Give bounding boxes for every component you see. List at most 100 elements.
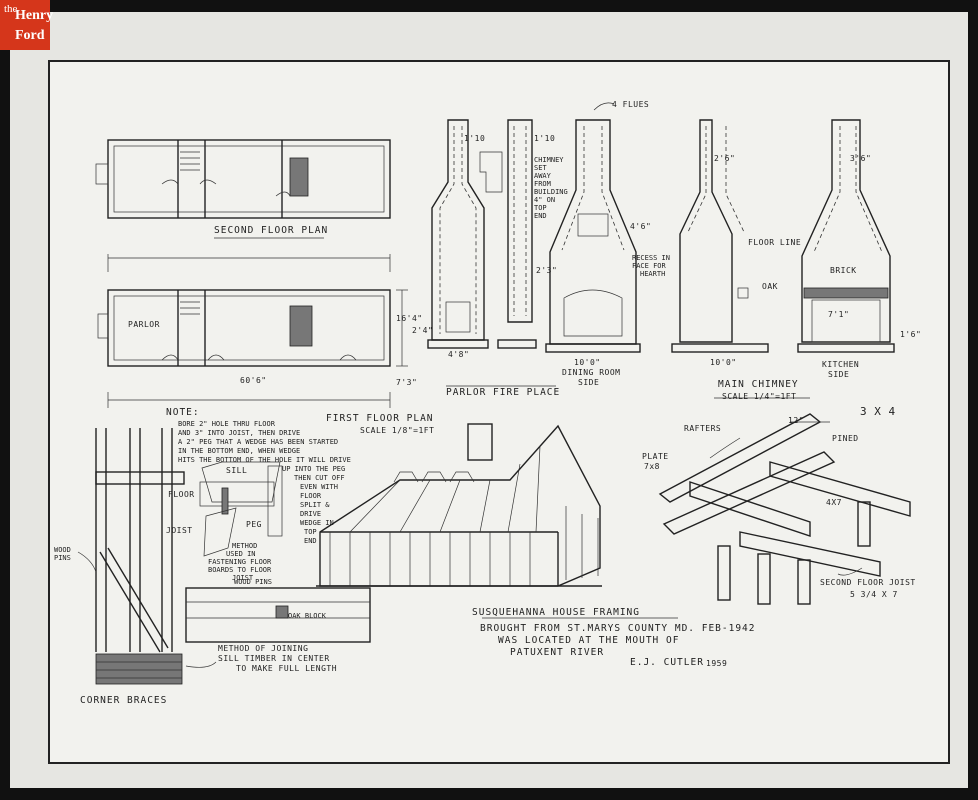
dim-4x7: 4X7: [826, 498, 842, 507]
dim-4-6: 4'6": [630, 222, 652, 231]
dining-room-side-line-1: SIDE: [578, 378, 600, 387]
oak-block-label: OAK BLOCK: [288, 612, 326, 620]
dim-2-4: 2'4": [412, 326, 434, 335]
peg-label: PEG: [246, 520, 262, 529]
note-line-6: THEN CUT OFF: [294, 474, 345, 482]
method-floor-line-4: JOIST: [232, 574, 254, 582]
author-label: E.J. CUTLER: [630, 657, 704, 668]
method-floor-line-1: USED IN: [226, 550, 256, 558]
chimney-note-line-0: CHIMNEY: [534, 156, 564, 164]
chimney-note-line-3: FROM: [534, 180, 551, 188]
plate-label: PLATE: [642, 452, 669, 461]
dim-2-6: 2'6": [714, 154, 736, 163]
pined-label: PINED: [832, 434, 859, 443]
dim-3-6: 3'6": [850, 154, 872, 163]
split-drive-line-1: DRIVE: [300, 510, 322, 518]
dining-room-chimney-drawing: [545, 119, 641, 353]
note-line-0: BORE 2" HOLE THRU FLOOR: [178, 420, 275, 428]
note-line-3: IN THE BOTTOM END, WHEN WEDGE: [178, 447, 301, 455]
dining-room-side-line-0: DINING ROOM: [562, 368, 621, 377]
subtitle-line-0: BROUGHT FROM ST.MARYS COUNTY MD. FEB-194…: [480, 623, 756, 634]
note-line-1: AND 3" INTO JOIST, THEN DRIVE: [178, 429, 301, 437]
note-line-7: EVEN WITH: [300, 483, 338, 491]
method-joining-line-0: METHOD OF JOINING: [218, 644, 309, 653]
chimney-note-line-2: AWAY: [534, 172, 551, 180]
parlor-fire-place-label: PARLOR FIRE PLACE: [446, 387, 561, 398]
kitchen-side-line-0: KITCHEN: [822, 360, 860, 369]
logo-the: the: [4, 3, 18, 15]
brick-label: BRICK: [830, 266, 857, 275]
first-floor-plan-label: FIRST FLOOR PLAN: [326, 413, 434, 424]
floor-label: FLOOR: [168, 490, 195, 499]
leader-lines: [77, 102, 863, 668]
dim-1-10-b: 1'10: [534, 134, 556, 143]
logo-henry: Henry: [15, 8, 54, 23]
floor-line-label: FLOOR LINE: [748, 238, 802, 247]
dim-12: 12": [788, 416, 804, 425]
chimney-note-line-5: 4" ON: [534, 196, 556, 204]
drawing-title: SUSQUEHANNA HOUSE FRAMING: [472, 607, 640, 618]
note-line-2: A 2" PEG THAT A WEDGE HAS BEEN STARTED: [178, 438, 339, 446]
kitchen-side-line-1: SIDE: [828, 370, 850, 379]
second-floor-joist-label: SECOND FLOOR JOIST: [820, 578, 916, 587]
split-drive-line-3: TOP: [304, 528, 317, 536]
note-line-8: FLOOR: [300, 492, 322, 500]
rafters-label: RAFTERS: [684, 424, 722, 433]
split-drive-line-2: WEDGE IN: [300, 519, 334, 527]
method-joining-line-2: TO MAKE FULL LENGTH: [236, 664, 338, 673]
recess-line-1: FACE FOR: [632, 262, 666, 270]
photo-print: SECOND FLOOR PLAN FIRST FLOOR PLAN SCALE…: [10, 12, 968, 788]
width-dim-label: 16'4": [396, 314, 423, 323]
second-floor-plan-label: SECOND FLOOR PLAN: [214, 225, 329, 236]
sill-label: SILL: [226, 466, 248, 475]
main-chimney-label: MAIN CHIMNEY: [718, 379, 799, 390]
joist-dim-label: 5 3/4 X 7: [850, 590, 898, 599]
end-dim-label: 7'3": [396, 378, 418, 387]
first-floor-plan-drawing: [97, 254, 408, 408]
chimney-note-line-6: TOP: [534, 204, 547, 212]
house-perspective-drawing: [316, 423, 602, 587]
main-chimney-scale: SCALE 1/4"=1FT: [722, 392, 797, 401]
dim-10-0-b: 10'0": [710, 358, 737, 367]
dim-10-0-a: 10'0": [574, 358, 601, 367]
subtitle-line-2: PATUXENT RIVER: [510, 647, 605, 658]
dim-2-3: 2'3": [536, 266, 558, 275]
corner-braces-label: CORNER BRACES: [80, 695, 168, 706]
wood-pins-side-label: WOOD PINS: [54, 546, 71, 563]
subtitle-line-1: WAS LOCATED AT THE MOUTH OF: [498, 635, 680, 646]
wood-pins-label: WOOD PINS: [234, 578, 272, 586]
chimney-note-line-1: SET: [534, 164, 547, 172]
rafter-detail-drawing: [658, 413, 911, 605]
year-label: 1959: [706, 659, 728, 668]
method-floor-line-3: BOARDS TO FLOOR: [208, 566, 272, 574]
method-floor-line-0: METHOD: [232, 542, 258, 550]
four-flues-label: 4 FLUES: [612, 100, 650, 109]
recess-line-0: RECESS IN: [632, 254, 670, 262]
length-dim-label: 60'6": [240, 376, 267, 385]
dim-1-6: 1'6": [900, 330, 922, 339]
drawing-sheet: SECOND FLOOR PLAN FIRST FLOOR PLAN SCALE…: [48, 60, 950, 764]
first-floor-scale-label: SCALE 1/8"=1FT: [360, 426, 435, 435]
recess-line-2: HEARTH: [640, 270, 666, 278]
dim-3x4: 3 X 4: [860, 405, 896, 418]
chimney-note-line-7: END: [534, 212, 547, 220]
dim-1-10-a: 1'10: [464, 134, 486, 143]
split-drive-line-4: END: [304, 537, 317, 545]
second-floor-plan-drawing: [95, 139, 391, 219]
joist-label: JOIST: [166, 526, 193, 535]
method-joining-line-1: SILL TIMBER IN CENTER: [218, 654, 330, 663]
dim-7-1: 7'1": [828, 310, 850, 319]
drawing-linework: [77, 102, 911, 685]
construction-details-drawing: [95, 428, 371, 685]
dim-4-8: 4'8": [448, 350, 470, 359]
henry-ford-logo[interactable]: the Henry Ford: [0, 0, 54, 50]
oak-label: OAK: [762, 282, 778, 291]
main-chimney-drawing: [671, 119, 895, 353]
plate-dim-label: 7x8: [644, 462, 660, 471]
parlor-label: PARLOR: [128, 320, 160, 329]
note-title: NOTE:: [166, 407, 200, 418]
note-line-5: UP INTO THE PEG: [282, 465, 346, 473]
method-floor-line-2: FASTENING FLOOR: [208, 558, 272, 566]
chimney-note-line-4: BUILDING: [534, 188, 568, 196]
split-drive-line-0: SPLIT &: [300, 501, 330, 509]
